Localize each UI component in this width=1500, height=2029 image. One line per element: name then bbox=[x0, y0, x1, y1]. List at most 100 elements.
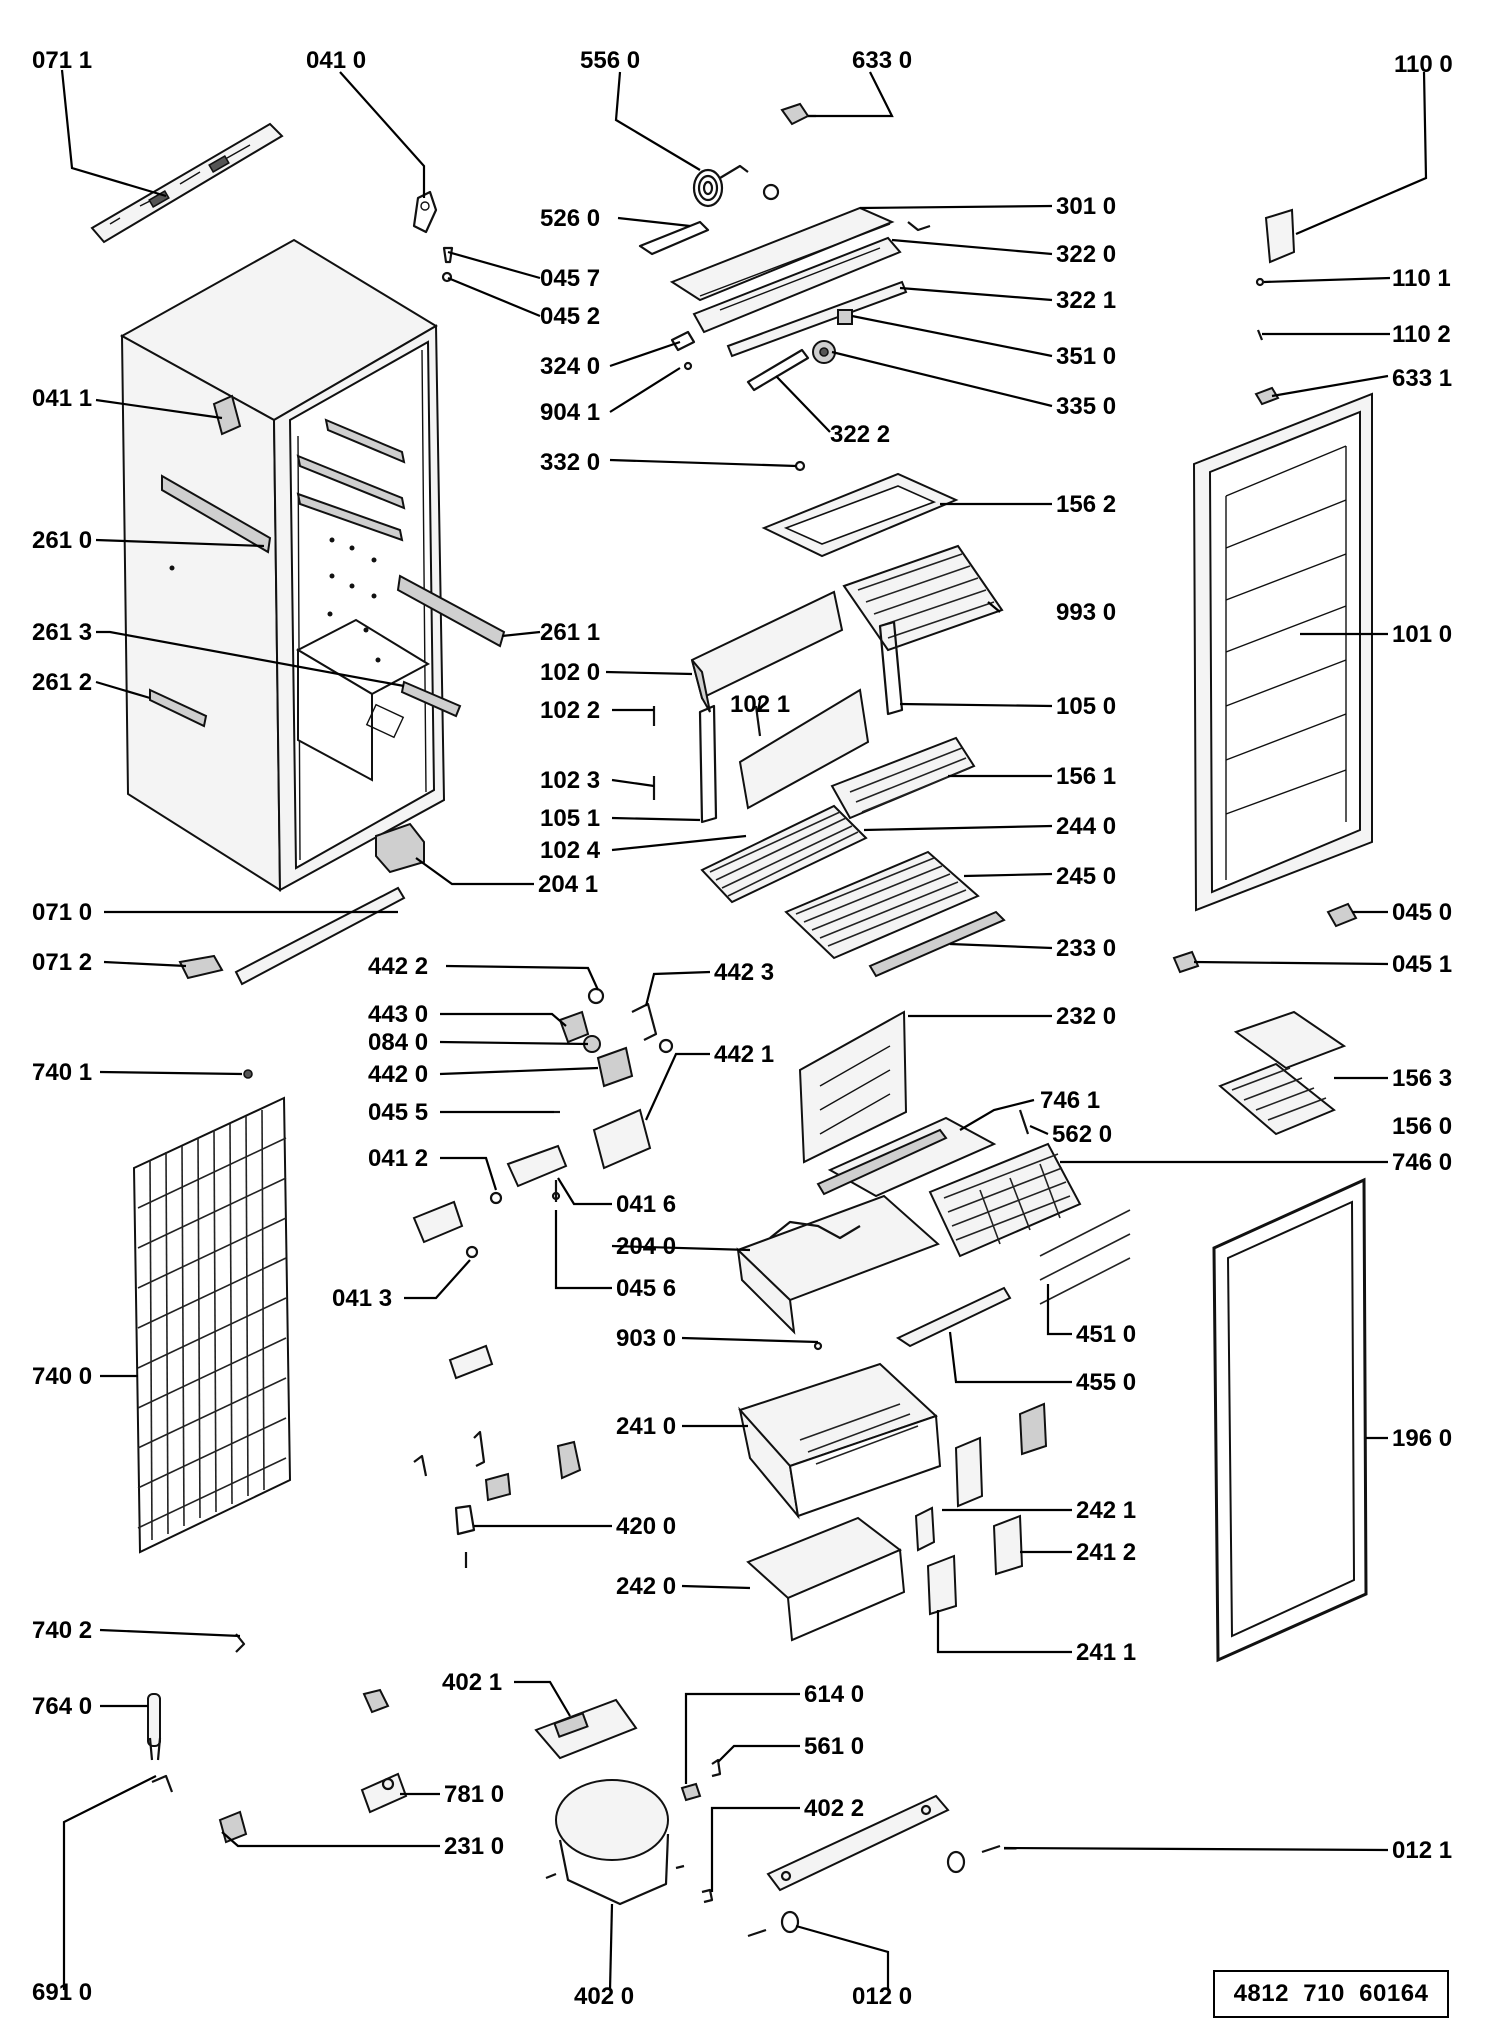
evaporator-assembly-drawing bbox=[736, 1010, 1131, 1351]
part-label-5620: 562 0 bbox=[1052, 1121, 1112, 1148]
part-label-1050: 105 0 bbox=[1056, 693, 1116, 720]
part-label-4021: 402 1 bbox=[442, 1669, 502, 1696]
top-trim-strip-drawing bbox=[90, 122, 284, 244]
part-label-0416: 041 6 bbox=[616, 1191, 676, 1218]
part-label-2310: 231 0 bbox=[444, 1833, 504, 1860]
part-label-4422: 442 2 bbox=[368, 953, 428, 980]
control-panel-housing-drawing bbox=[638, 206, 931, 358]
crisper-drawers-drawing bbox=[413, 1344, 1048, 1642]
part-label-1022: 102 2 bbox=[540, 697, 600, 724]
part-label-7461: 746 1 bbox=[1040, 1087, 1100, 1114]
part-label-2440: 244 0 bbox=[1056, 813, 1116, 840]
part-label-2041: 204 1 bbox=[538, 871, 598, 898]
part-label-1100: 110 0 bbox=[1394, 51, 1453, 78]
part-label-6331: 633 1 bbox=[1392, 365, 1452, 392]
part-label-2411: 241 1 bbox=[1076, 1639, 1136, 1666]
part-label-4420: 442 0 bbox=[368, 1061, 428, 1088]
part-label-3221: 322 1 bbox=[1056, 287, 1116, 314]
part-label-0410: 041 0 bbox=[306, 47, 366, 74]
part-label-0455: 045 5 bbox=[368, 1099, 428, 1126]
part-label-2320: 232 0 bbox=[1056, 1003, 1116, 1030]
part-label-7810: 781 0 bbox=[444, 1781, 504, 1808]
part-label-0121: 012 1 bbox=[1392, 1837, 1452, 1864]
part-label-7402: 740 2 bbox=[32, 1617, 92, 1644]
part-label-0452: 045 2 bbox=[540, 303, 600, 330]
door-drawing bbox=[1192, 208, 1373, 912]
part-label-9930: 993 0 bbox=[1056, 599, 1116, 626]
shelves-drawing bbox=[690, 472, 1006, 978]
part-label-5260: 526 0 bbox=[540, 205, 600, 232]
part-label-2420: 242 0 bbox=[616, 1573, 676, 1600]
door-gasket-drawing bbox=[1212, 1177, 1368, 1663]
part-label-1102: 110 2 bbox=[1392, 321, 1451, 348]
part-label-3320: 332 0 bbox=[540, 449, 600, 476]
part-label-4510: 451 0 bbox=[1076, 1321, 1136, 1348]
part-label-1960: 196 0 bbox=[1392, 1425, 1452, 1452]
part-label-0411: 041 1 bbox=[32, 385, 92, 412]
part-label-1560: 156 0 bbox=[1392, 1113, 1452, 1140]
screw-drawings bbox=[441, 246, 454, 283]
component-drawings bbox=[90, 102, 1373, 1938]
part-label-2613: 261 3 bbox=[32, 619, 92, 646]
part-label-1051: 105 1 bbox=[540, 805, 600, 832]
part-label-2410: 241 0 bbox=[616, 1413, 676, 1440]
part-label-0412: 041 2 bbox=[368, 1145, 428, 1172]
part-label-2611: 261 1 bbox=[540, 619, 600, 646]
part-label-1101: 110 1 bbox=[1392, 265, 1451, 292]
part-label-4200: 420 0 bbox=[616, 1513, 676, 1540]
part-label-5560: 556 0 bbox=[580, 47, 640, 74]
connector-plug-drawing bbox=[780, 102, 816, 126]
part-label-1020: 102 0 bbox=[540, 659, 600, 686]
part-label-4430: 443 0 bbox=[368, 1001, 428, 1028]
part-label-3010: 301 0 bbox=[1056, 193, 1116, 220]
part-label-0712: 071 2 bbox=[32, 949, 92, 976]
part-label-4022: 402 2 bbox=[804, 1795, 864, 1822]
part-label-1010: 101 0 bbox=[1392, 621, 1452, 648]
leader-lines bbox=[60, 69, 1428, 1991]
part-label-2612: 261 2 bbox=[32, 669, 92, 696]
part-label-0711: 071 1 bbox=[32, 47, 92, 74]
part-label-0456: 045 6 bbox=[616, 1275, 676, 1302]
part-label-7640: 764 0 bbox=[32, 1693, 92, 1720]
ice-trays-drawing bbox=[1218, 1010, 1347, 1136]
part-label-0710: 071 0 bbox=[32, 899, 92, 926]
part-label-4550: 455 0 bbox=[1076, 1369, 1136, 1396]
part-label-0120: 012 0 bbox=[852, 1983, 912, 2010]
part-label-3510: 351 0 bbox=[1056, 343, 1116, 370]
part-label-2450: 245 0 bbox=[1056, 863, 1116, 890]
part-label-2412: 241 2 bbox=[1076, 1539, 1136, 1566]
part-label-4020: 402 0 bbox=[574, 1983, 634, 2010]
condenser-coil-drawing bbox=[132, 1069, 292, 1653]
part-label-4421: 442 1 bbox=[714, 1041, 774, 1068]
part-labels: 071 1 041 0 556 0 633 0 110 0 526 0 301 0 045 7… bbox=[32, 47, 1453, 2010]
part-label-7401: 740 1 bbox=[32, 1059, 92, 1086]
part-label-1563: 156 3 bbox=[1392, 1065, 1452, 1092]
compressor-area-drawing bbox=[147, 1688, 1001, 1938]
part-label-6330: 633 0 bbox=[852, 47, 912, 74]
part-label-3222: 322 2 bbox=[830, 421, 890, 448]
part-label-2040: 204 0 bbox=[616, 1233, 676, 1260]
part-label-5610: 561 0 bbox=[804, 1733, 864, 1760]
part-label-0457: 045 7 bbox=[540, 265, 600, 292]
cabinet-body-drawing bbox=[119, 238, 506, 892]
part-label-3220: 322 0 bbox=[1056, 241, 1116, 268]
part-label-0413: 041 3 bbox=[332, 1285, 392, 1312]
part-label-1561: 156 1 bbox=[1056, 763, 1116, 790]
part-label-9030: 903 0 bbox=[616, 1325, 676, 1352]
part-label-3240: 324 0 bbox=[540, 353, 600, 380]
part-label-0450: 045 0 bbox=[1392, 899, 1452, 926]
reference-number-box: 4812 710 60164 bbox=[1213, 1970, 1449, 2018]
control-small-parts-drawing bbox=[670, 309, 853, 472]
part-label-1023: 102 3 bbox=[540, 767, 600, 794]
part-label-2610: 261 0 bbox=[32, 527, 92, 554]
part-label-2330: 233 0 bbox=[1056, 935, 1116, 962]
part-label-1562: 156 2 bbox=[1056, 491, 1116, 518]
part-label-2421: 242 1 bbox=[1076, 1497, 1136, 1524]
part-label-0451: 045 1 bbox=[1392, 951, 1452, 978]
part-label-1024: 102 4 bbox=[540, 837, 601, 864]
door-hinge-parts-drawing bbox=[1172, 902, 1358, 974]
part-label-1021: 102 1 bbox=[730, 691, 790, 718]
part-label-6910: 691 0 bbox=[32, 1979, 92, 2006]
electrical-controls-drawing bbox=[412, 987, 674, 1259]
